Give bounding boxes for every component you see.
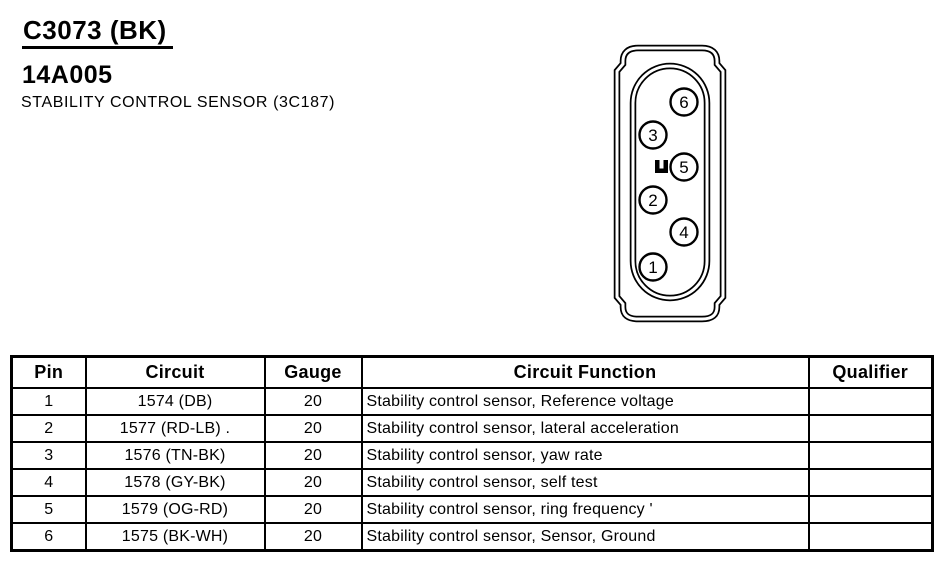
connector-diagram: 6 3 5 2 4 1	[613, 44, 727, 323]
gauge-cell: 20	[263, 495, 363, 524]
pin-cell: 1	[10, 387, 87, 416]
pin-circle	[669, 217, 699, 247]
qualifier-cell	[807, 414, 934, 443]
pin-label: 5	[679, 158, 688, 177]
pin-label: 4	[679, 223, 688, 242]
pin-label: 1	[648, 258, 657, 277]
circuit-cell: 1575 (BK-WH)	[84, 522, 266, 552]
keyway-icon	[655, 160, 668, 173]
connector-id-title: C3073 (BK)	[22, 17, 173, 49]
pin-4: 4	[669, 217, 699, 247]
table-row: 3 1576 (TN-BK) 20 Stability control sens…	[10, 441, 934, 470]
pin-circle	[669, 87, 699, 117]
col-header-circuit: Circuit	[84, 355, 266, 389]
pin-cell: 4	[10, 468, 87, 497]
circuit-cell: 1576 (TN-BK)	[84, 441, 266, 470]
col-header-gauge: Gauge	[263, 355, 363, 389]
qualifier-cell	[807, 495, 934, 524]
qualifier-cell	[807, 522, 934, 552]
pin-circle	[638, 120, 668, 150]
col-header-pin: Pin	[10, 355, 87, 389]
pin-6: 6	[669, 87, 699, 117]
qualifier-cell	[807, 441, 934, 470]
pin-label: 2	[648, 191, 657, 210]
pin-label: 6	[679, 93, 688, 112]
table-row: 6 1575 (BK-WH) 20 Stability control sens…	[10, 522, 934, 552]
gauge-cell: 20	[263, 522, 363, 552]
function-cell: Stability control sensor, self test	[360, 468, 810, 497]
pin-2: 2	[638, 185, 668, 215]
function-cell: Stability control sensor, Reference volt…	[360, 387, 810, 416]
function-cell: Stability control sensor, lateral accele…	[360, 414, 810, 443]
pin-cell: 6	[10, 522, 87, 552]
pin-label: 3	[648, 126, 657, 145]
gauge-cell: 20	[263, 441, 363, 470]
circuit-cell: 1579 (OG-RD)	[84, 495, 266, 524]
pin-circle	[638, 185, 668, 215]
pin-3: 3	[638, 120, 668, 150]
component-description: STABILITY CONTROL SENSOR (3C187)	[21, 94, 336, 111]
function-cell: Stability control sensor, ring frequency…	[360, 495, 810, 524]
gauge-cell: 20	[263, 387, 363, 416]
pin-cell: 5	[10, 495, 87, 524]
gauge-cell: 20	[263, 414, 363, 443]
circuit-cell: 1578 (GY-BK)	[84, 468, 266, 497]
function-cell: Stability control sensor, Sensor, Ground	[360, 522, 810, 552]
pin-cell: 3	[10, 441, 87, 470]
pin-5: 5	[669, 152, 699, 182]
table-row: 4 1578 (GY-BK) 20 Stability control sens…	[10, 468, 934, 497]
table-row: 2 1577 (RD-LB) . 20 Stability control se…	[10, 414, 934, 443]
pin-cell: 2	[10, 414, 87, 443]
qualifier-cell	[807, 387, 934, 416]
col-header-qualifier: Qualifier	[807, 355, 934, 389]
table-row: 1 1574 (DB) 20 Stability control sensor,…	[10, 387, 934, 416]
pin-circle	[638, 252, 668, 282]
part-number: 14A005	[22, 61, 113, 89]
table-row: 5 1579 (OG-RD) 20 Stability control sens…	[10, 495, 934, 524]
gauge-cell: 20	[263, 468, 363, 497]
pin-1: 1	[638, 252, 668, 282]
table-header-row: Pin Circuit Gauge Circuit Function Quali…	[10, 355, 934, 389]
circuit-cell: 1577 (RD-LB) .	[84, 414, 266, 443]
circuit-cell: 1574 (DB)	[84, 387, 266, 416]
pin-circle	[669, 152, 699, 182]
qualifier-cell	[807, 468, 934, 497]
pinout-table: Pin Circuit Gauge Circuit Function Quali…	[10, 355, 934, 552]
col-header-function: Circuit Function	[360, 355, 810, 389]
function-cell: Stability control sensor, yaw rate	[360, 441, 810, 470]
